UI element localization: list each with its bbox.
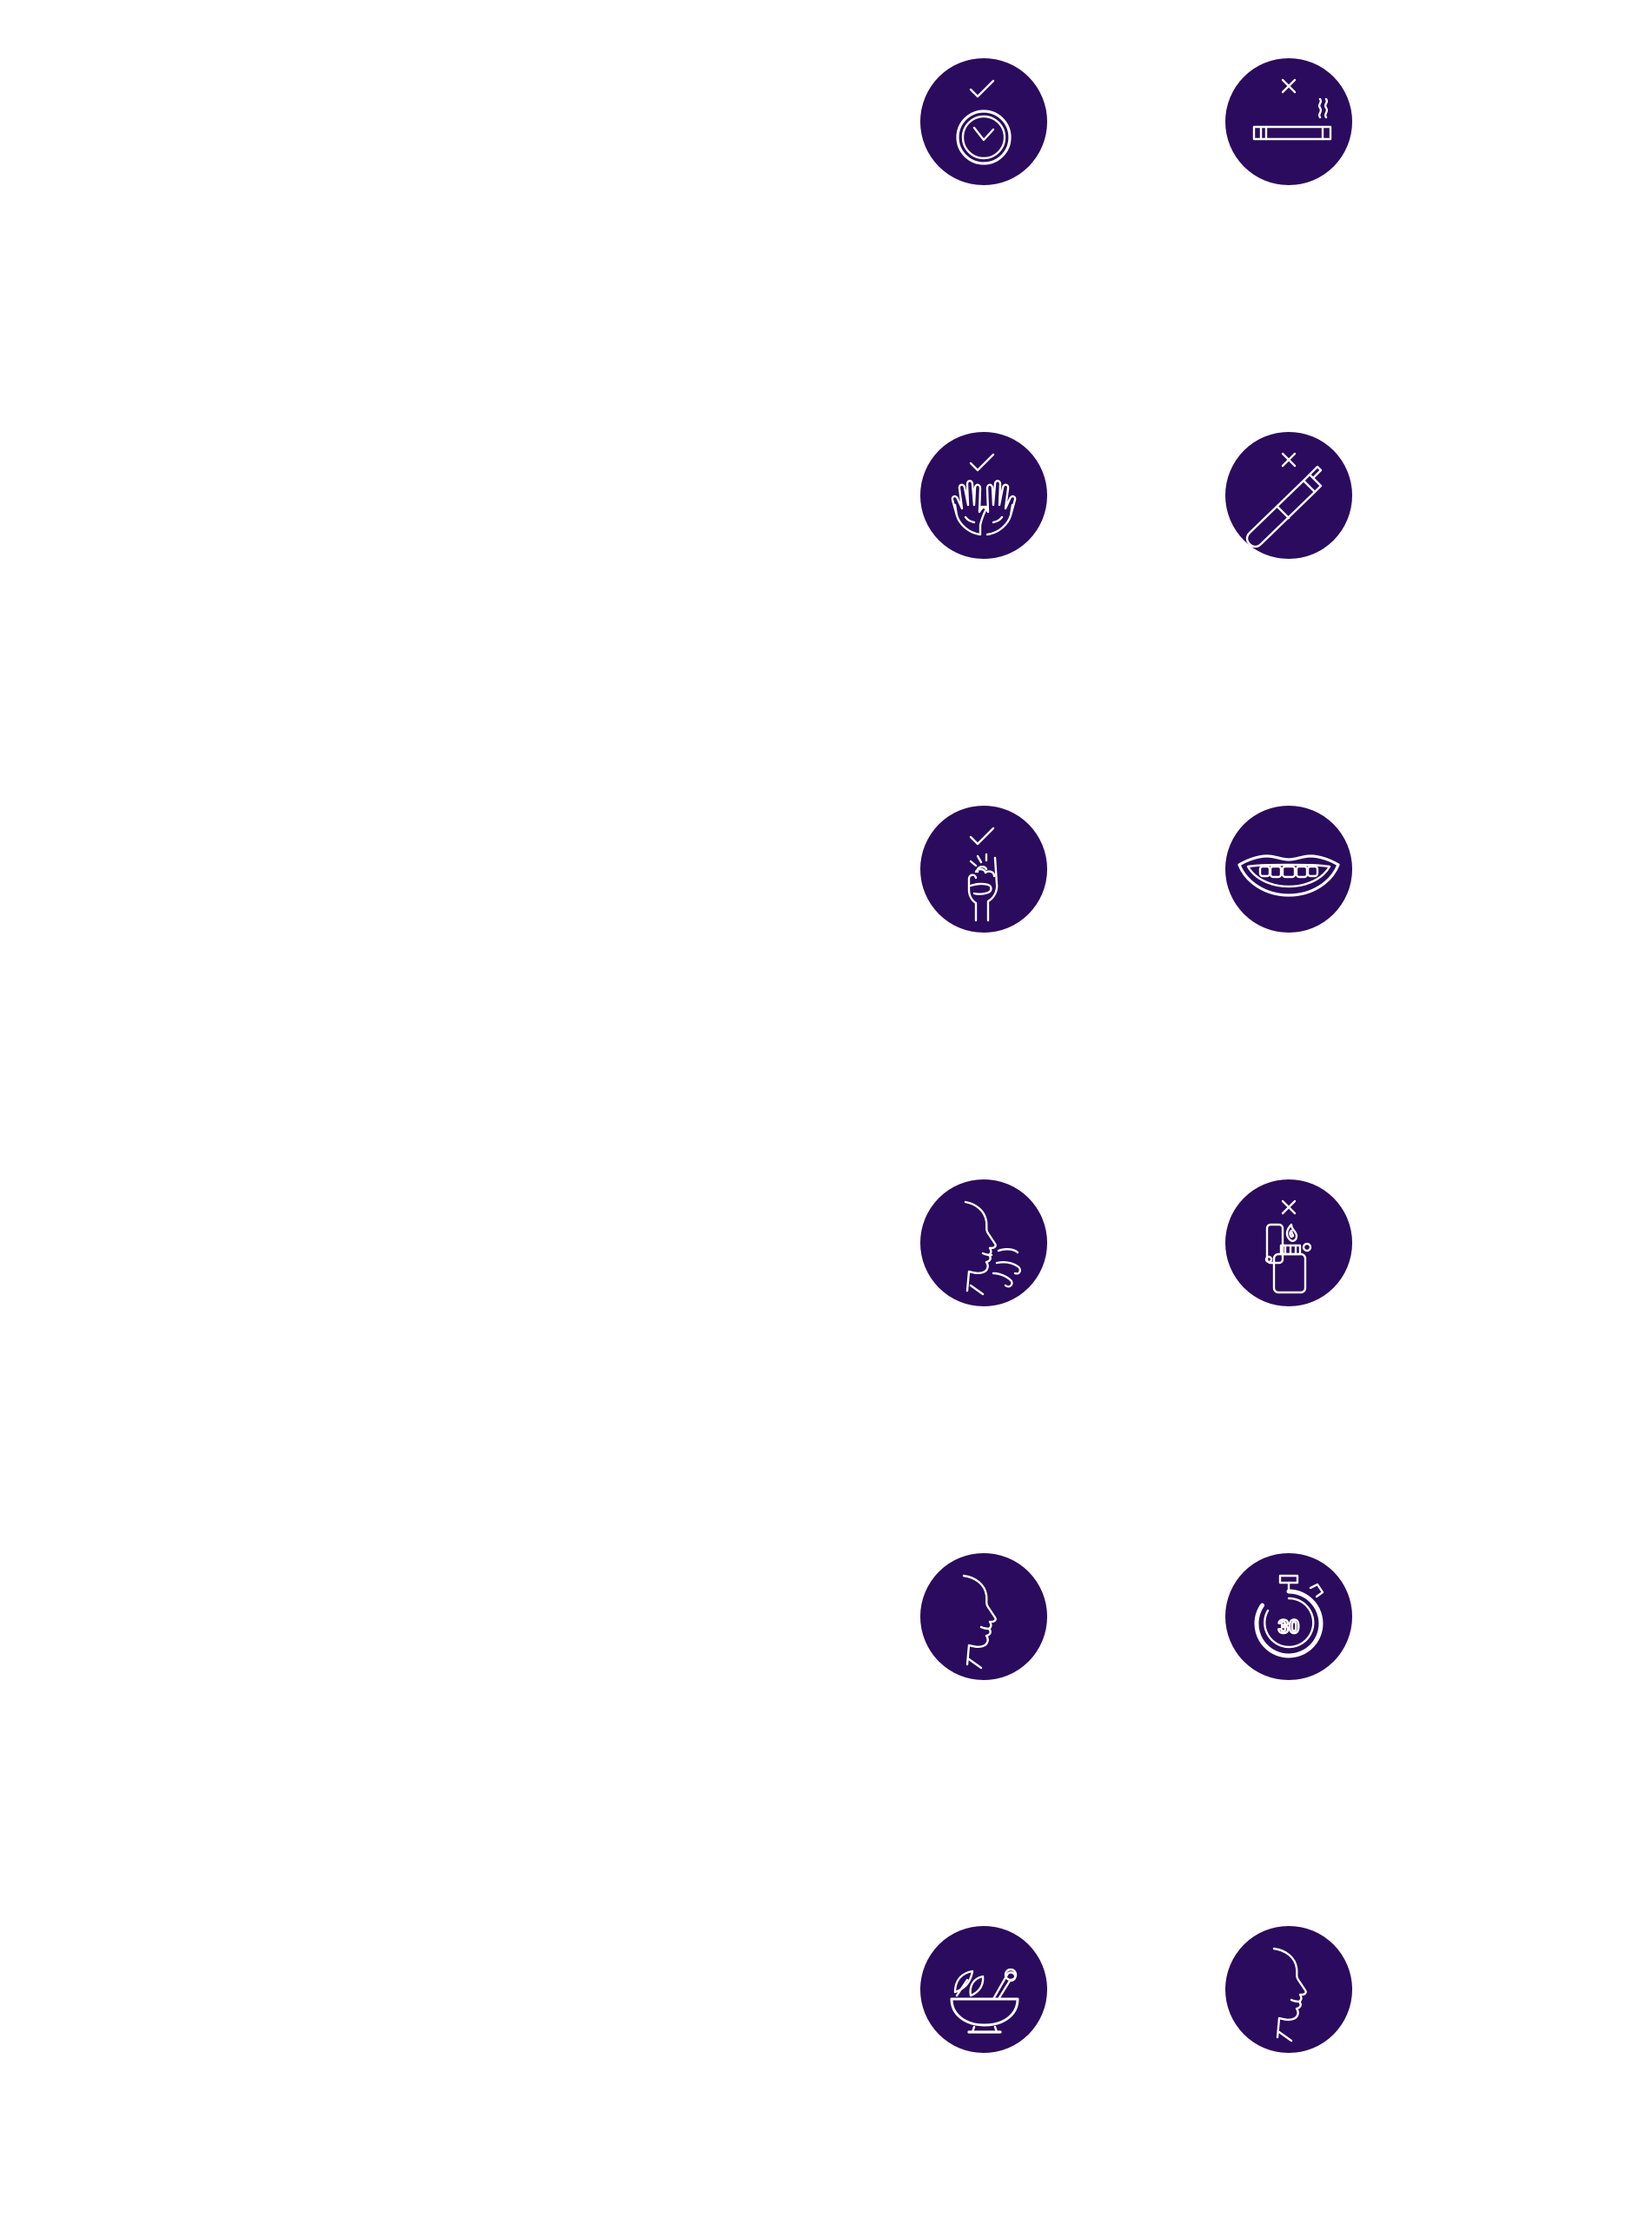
check-snap-fingers-icon [920, 806, 1047, 933]
no-lighter-icon [1225, 1179, 1352, 1306]
smiling-mouth-teeth-icon [1225, 806, 1352, 933]
check-clock-icon [920, 58, 1047, 185]
no-cigarette-icon [1225, 58, 1352, 185]
check-open-hands-icon [920, 432, 1047, 559]
mortar-pestle-herbs-icon [920, 1926, 1047, 2053]
no-vape-pen-icon [1225, 432, 1352, 559]
face-profile-alt-icon [1225, 1926, 1352, 2053]
stopwatch-number: 30 [1278, 1616, 1299, 1637]
stopwatch-30-icon: 30 [1225, 1553, 1352, 1680]
face-exhale-breath-icon [920, 1179, 1047, 1306]
face-profile-icon [920, 1553, 1047, 1680]
